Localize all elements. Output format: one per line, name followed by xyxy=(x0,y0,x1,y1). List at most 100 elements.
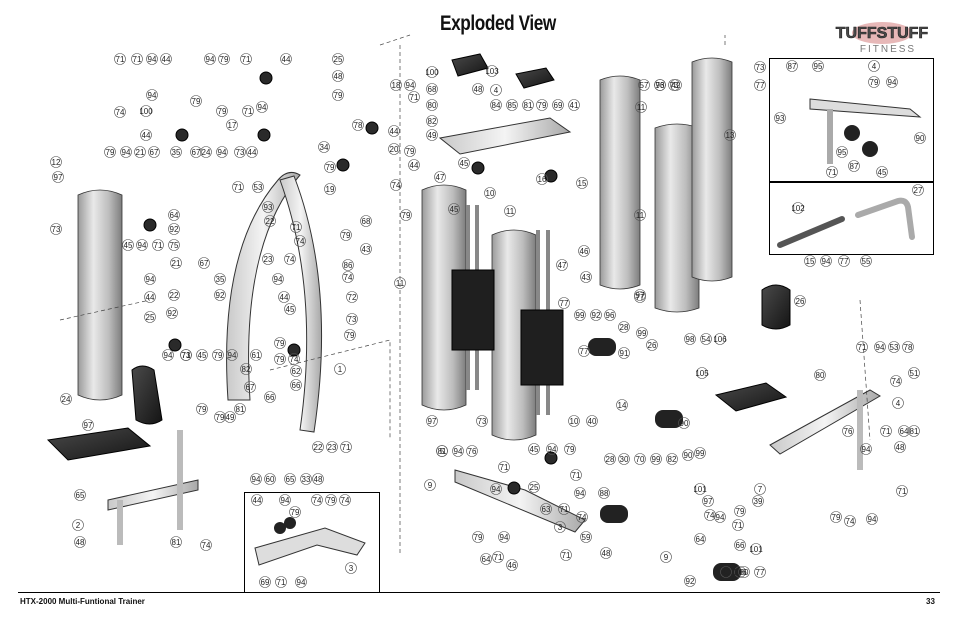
inset-callout-79: 79 xyxy=(870,78,879,87)
part-callout-97: 97 xyxy=(84,421,93,430)
part-callout-51: 51 xyxy=(910,369,919,378)
callout-circle xyxy=(650,453,662,465)
part-callout-81: 81 xyxy=(236,405,245,414)
part-callout-77: 77 xyxy=(636,293,645,302)
part-callout-79: 79 xyxy=(198,405,207,414)
part-callout-68: 68 xyxy=(362,217,371,226)
callout-circle xyxy=(556,259,568,271)
callout-circle xyxy=(886,76,898,88)
inset-callout-95: 95 xyxy=(814,62,823,71)
callout-circle xyxy=(590,309,602,321)
part-callout-71: 71 xyxy=(734,521,743,530)
part-callout-65: 65 xyxy=(76,491,85,500)
callout-circle xyxy=(74,489,86,501)
part-callout-71: 71 xyxy=(234,183,243,192)
part-callout-33: 33 xyxy=(302,475,311,484)
part-callout-94: 94 xyxy=(492,485,501,494)
part-callout-94: 94 xyxy=(218,148,227,157)
part-callout-53: 53 xyxy=(890,343,899,352)
part-callout-71: 71 xyxy=(560,505,569,514)
callout-circle xyxy=(888,341,900,353)
logo-swoosh xyxy=(852,22,912,44)
part-callout-66: 66 xyxy=(266,393,275,402)
callout-circle xyxy=(311,494,323,506)
callout-circle xyxy=(732,519,744,531)
part-callout-71: 71 xyxy=(882,427,891,436)
callout-circle xyxy=(668,79,680,91)
tuffstuff-logo: TUFFSTUFF FITNESS xyxy=(826,20,938,56)
inset-callout-93: 93 xyxy=(776,114,785,123)
part-callout-81: 81 xyxy=(172,538,181,547)
callout-circle xyxy=(168,223,180,235)
logo-graphic: TUFFSTUFF FITNESS xyxy=(835,22,929,55)
callout-circle xyxy=(278,291,290,303)
callout-circle xyxy=(224,411,236,423)
callout-circle xyxy=(574,309,586,321)
part-callout-97: 97 xyxy=(704,497,713,506)
callout-circle xyxy=(388,125,400,137)
callout-circle xyxy=(618,453,630,465)
rollers xyxy=(588,338,741,581)
callout-circle xyxy=(618,347,630,359)
part-callout-15: 15 xyxy=(578,179,587,188)
back-pad xyxy=(131,365,163,425)
callout-circle xyxy=(346,291,358,303)
part-callout-93: 93 xyxy=(264,203,273,212)
callout-circle xyxy=(426,99,438,111)
callout-circle xyxy=(486,65,498,77)
part-callout-82: 82 xyxy=(668,455,677,464)
inset-callout-69: 69 xyxy=(261,578,270,587)
part-callout-74: 74 xyxy=(892,377,901,386)
shroud-left xyxy=(77,189,123,401)
inset-callout-74: 74 xyxy=(313,496,322,505)
part-callout-60: 60 xyxy=(266,475,275,484)
part-callout-79: 79 xyxy=(106,148,115,157)
callout-circle xyxy=(246,146,258,158)
part-callout-26: 26 xyxy=(648,341,657,350)
part-callout-44: 44 xyxy=(146,293,155,302)
part-callout-79: 79 xyxy=(326,163,335,172)
part-callout-46: 46 xyxy=(580,247,589,256)
callout-circle xyxy=(434,171,446,183)
callout-circle xyxy=(678,417,690,429)
callout-circle xyxy=(536,99,548,111)
callout-circle xyxy=(684,575,696,587)
callout-circle xyxy=(240,53,252,65)
callout-circle xyxy=(484,187,496,199)
callout-circle xyxy=(890,375,902,387)
part-callout-40: 40 xyxy=(588,417,597,426)
callout-circle xyxy=(848,160,860,172)
part-callout-96: 96 xyxy=(656,81,665,90)
callout-circle xyxy=(750,543,762,555)
part-callout-94: 94 xyxy=(138,241,147,250)
weight-stack-left xyxy=(451,269,495,351)
part-callout-71: 71 xyxy=(494,553,503,562)
shroud-center-right xyxy=(491,229,537,441)
callout-circle xyxy=(714,333,726,345)
thigh-pad-left xyxy=(451,53,489,77)
part-callout-4: 4 xyxy=(896,399,901,408)
callout-circle xyxy=(874,341,886,353)
callout-circle xyxy=(618,321,630,333)
roller-pad xyxy=(588,338,616,356)
callout-circle xyxy=(578,345,590,357)
callout-circle xyxy=(754,61,766,73)
callout-circle xyxy=(122,239,134,251)
part-callout-94: 94 xyxy=(164,351,173,360)
part-callout-22: 22 xyxy=(170,291,179,300)
part-callout-19: 19 xyxy=(326,185,335,194)
callout-circle xyxy=(250,349,262,361)
roller-pad xyxy=(655,410,683,428)
callout-circle xyxy=(288,353,300,365)
part-callout-3: 3 xyxy=(558,523,563,532)
callout-circle xyxy=(166,307,178,319)
part-callout-94: 94 xyxy=(258,103,267,112)
callout-circle xyxy=(914,132,926,144)
page-title: Exploded View xyxy=(440,12,556,35)
callout-circle xyxy=(522,99,534,111)
callout-circle xyxy=(340,229,352,241)
part-callout-81: 81 xyxy=(910,427,919,436)
part-callout-71: 71 xyxy=(154,241,163,250)
